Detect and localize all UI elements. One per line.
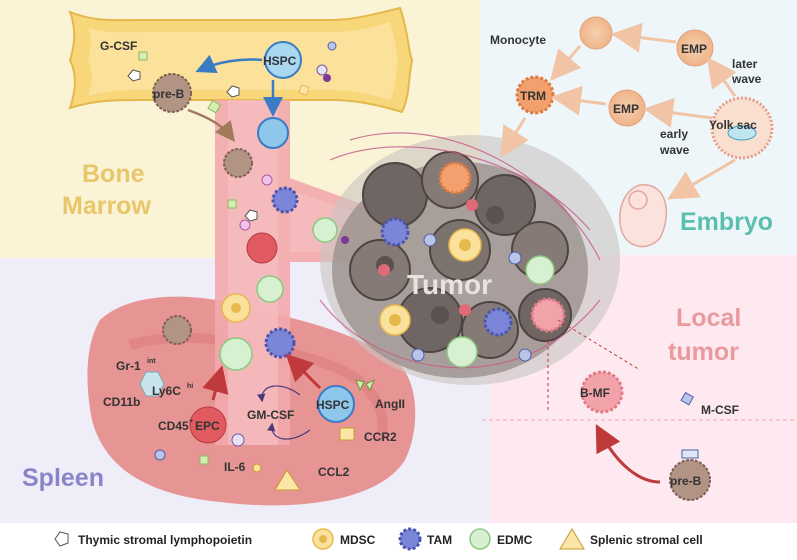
gr1-sup: int: [147, 358, 156, 365]
edmc-icon: [469, 528, 491, 550]
cd45-label: CD45: [158, 419, 189, 433]
tumor-mass: [319, 132, 620, 385]
legend-label-4: Splenic stromal cell: [590, 533, 703, 547]
preb-bone-cell: [152, 73, 192, 113]
embryo-icon: [619, 184, 668, 248]
splenic-stromal-cell-1: [139, 371, 165, 397]
emp-top-label: EMP: [681, 42, 707, 56]
tumor-label: Tumor: [407, 269, 492, 300]
monocyte-label: Monocyte: [490, 33, 546, 47]
hspc-vessel-cell: [257, 117, 289, 149]
mcsf-label: M-CSF: [701, 403, 739, 417]
bone-marrow-title-2: Marrow: [62, 192, 151, 220]
preb-local-cell: [669, 459, 711, 501]
cd45-epc-cell: [189, 406, 227, 444]
ly6c-label: Ly6C: [152, 384, 181, 398]
gr1-label: Gr-1: [116, 359, 141, 373]
splenic-stromal-icon: [559, 528, 585, 550]
hspc-bone-label: HSPC: [263, 54, 297, 68]
embryo-title: Embryo: [680, 208, 773, 236]
bmf-label: B-MF: [580, 386, 610, 400]
preb-local-label: pre-B: [670, 474, 702, 488]
local-tumor-title-1: Local: [676, 304, 741, 332]
monocyte-cell: [579, 16, 613, 50]
local-tumor-title-2: tumor: [668, 338, 739, 366]
hspc-bone-cell: [264, 41, 302, 79]
preb-bone-label: pre-B: [153, 87, 185, 101]
preb-to-vessel-arrow: [187, 108, 236, 142]
legend-label-1: MDSC: [340, 533, 376, 547]
emp-mid-label: EMP: [613, 102, 639, 116]
legend-label-0: Thymic stromal lymphopoietin: [78, 533, 252, 547]
early-wave-label-2: wave: [659, 143, 690, 157]
epc-label: EPC: [195, 419, 220, 433]
splenic-stromal-cell-2: [274, 469, 301, 491]
legend-label-2: TAM: [427, 533, 452, 547]
hspc-spleen-cell: [317, 385, 355, 423]
tam-icon: [398, 527, 422, 551]
pentagon-icon: [54, 531, 69, 547]
cd45-sup: +: [189, 418, 193, 425]
emp-top-cell: [676, 29, 714, 67]
ccr2-label: CCR2: [364, 430, 397, 444]
hspc-spleen-label: HSPC: [316, 398, 350, 412]
later-wave-label-1: later: [732, 57, 758, 71]
trm-label: TRM: [520, 89, 546, 103]
legend: Thymic stromal lymphopoietin MDSC TAM ED…: [54, 527, 703, 551]
yolk-sac-label: Yolk sac: [709, 118, 757, 132]
gcsf-label: G-CSF: [100, 39, 137, 53]
bone-marrow-title-1: Bone: [82, 160, 145, 188]
later-wave-label-2: wave: [731, 72, 762, 86]
cd11b-label: CD11b: [103, 395, 140, 409]
angii-label: AngII: [375, 397, 405, 411]
hspc-to-preb-arrow: [195, 54, 263, 74]
il6-label: IL-6: [224, 460, 246, 474]
spleen-title: Spleen: [22, 464, 104, 492]
ly6c-sup: hi: [187, 383, 193, 390]
legend-label-3: EDMC: [497, 533, 533, 547]
ccl2-label: CCL2: [318, 465, 350, 479]
gmcsf-label: GM-CSF: [247, 408, 294, 422]
bmf-cell: [580, 370, 624, 414]
early-wave-label-1: early: [660, 127, 688, 141]
